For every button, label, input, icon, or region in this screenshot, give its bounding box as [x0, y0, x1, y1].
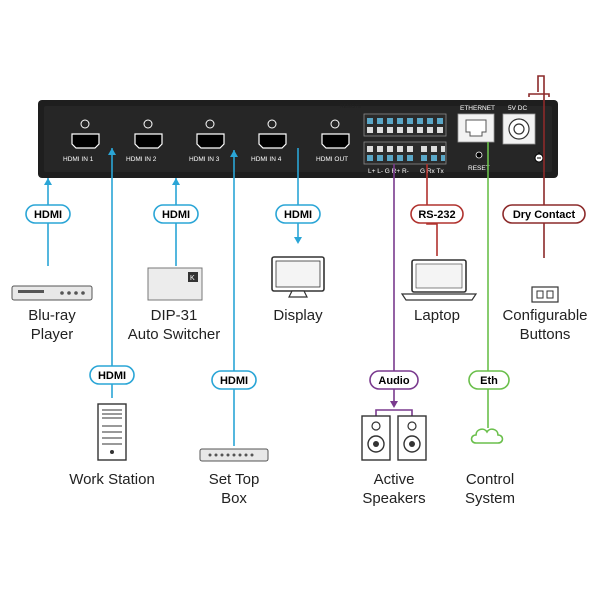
- svg-text:Audio: Audio: [378, 375, 409, 387]
- control-label-line1: Control: [466, 471, 514, 488]
- pill-hdmi-bluray: HDMI: [25, 204, 71, 224]
- pill-eth: Eth: [468, 370, 510, 390]
- audio-rs232-terminal-block: L+ L- G R+ R- G Rx Tx: [363, 141, 447, 175]
- bluray-player-icon: [11, 285, 93, 301]
- reset-button: [475, 151, 483, 159]
- workstation-icon: [97, 403, 127, 461]
- buttons-label-line2: Buttons: [520, 326, 571, 343]
- pill-rs232: RS-232: [410, 204, 464, 224]
- port-label-hdmi-out: HDMI OUT: [316, 156, 348, 163]
- svg-text:RS-232: RS-232: [418, 209, 455, 221]
- buttons-label-line1: Configurable: [502, 307, 587, 324]
- hdmi-port-in-2: HDMI IN 2: [126, 119, 163, 163]
- svg-text:Dry Contact: Dry Contact: [513, 209, 576, 221]
- power-port: 5V DC: [502, 105, 544, 163]
- speakers-label-line1: Active: [374, 471, 415, 488]
- bluray-label-line1: Blu-ray: [28, 307, 76, 324]
- audio-pin-labels: L+ L- G R+ R-: [368, 168, 409, 175]
- port-label-hdmi-in-3: HDMI IN 3: [189, 156, 220, 163]
- ethernet-label: ETHERNET: [460, 105, 495, 112]
- hdmi-port-in-1: HDMI IN 1: [63, 119, 100, 163]
- settop-label-line1: Set Top: [209, 471, 260, 488]
- port-label-hdmi-in-1: HDMI IN 1: [63, 156, 94, 163]
- remote-label: REMOTE: [340, 104, 362, 110]
- svg-text:K: K: [190, 275, 195, 282]
- hdmi-port-in-3: HDMI IN 3: [189, 119, 225, 163]
- svg-text:Eth: Eth: [480, 375, 498, 387]
- dip31-label-line2: Auto Switcher: [128, 326, 221, 343]
- rs232-pin-labels: G Rx Tx: [420, 168, 444, 175]
- pill-dry-contact: Dry Contact: [502, 204, 586, 224]
- active-speakers-icon: [361, 415, 427, 461]
- display-label: Display: [273, 307, 323, 324]
- svg-text:HDMI: HDMI: [220, 375, 248, 387]
- control-system-cloud-icon: [470, 428, 504, 444]
- bluray-label-line2: Player: [31, 326, 74, 343]
- laptop-label: Laptop: [414, 307, 460, 324]
- laptop-icon: [400, 259, 478, 301]
- hdmi-port-out: HDMI OUT: [316, 119, 350, 163]
- pill-audio: Audio: [369, 370, 419, 390]
- dip31-switcher-icon: K: [147, 267, 203, 301]
- pill-hdmi-workstation: HDMI: [89, 365, 135, 385]
- workstation-label: Work Station: [69, 471, 155, 488]
- dip31-label-line1: DIP-31: [151, 307, 198, 324]
- set-top-box-icon: [199, 448, 269, 462]
- power-label: 5V DC: [508, 105, 527, 112]
- configurable-buttons-icon: [531, 286, 559, 303]
- svg-text:HDMI: HDMI: [98, 370, 126, 382]
- port-label-hdmi-in-2: HDMI IN 2: [126, 156, 157, 163]
- svg-text:HDMI: HDMI: [162, 209, 190, 221]
- settop-label-line2: Box: [221, 490, 247, 507]
- port-label-hdmi-in-4: HDMI IN 4: [251, 156, 282, 163]
- pill-hdmi-display: HDMI: [275, 204, 321, 224]
- reset-label: RESET: [468, 165, 490, 172]
- pill-hdmi-settop: HDMI: [211, 370, 257, 390]
- remote-terminal-block: REMOTE: [340, 104, 447, 137]
- control-label-line2: System: [465, 490, 515, 507]
- hdmi-port-in-4: HDMI IN 4: [251, 119, 287, 163]
- switcher-unit: HDMI IN 1 HDMI IN 2 HDMI IN 3 HDMI IN 4 …: [38, 100, 558, 178]
- speakers-label-line2: Speakers: [362, 490, 425, 507]
- pill-hdmi-dip31: HDMI: [153, 204, 199, 224]
- svg-text:HDMI: HDMI: [34, 209, 62, 221]
- ethernet-port: ETHERNET RESET: [457, 105, 495, 172]
- svg-text:HDMI: HDMI: [284, 209, 312, 221]
- display-icon: [271, 256, 325, 298]
